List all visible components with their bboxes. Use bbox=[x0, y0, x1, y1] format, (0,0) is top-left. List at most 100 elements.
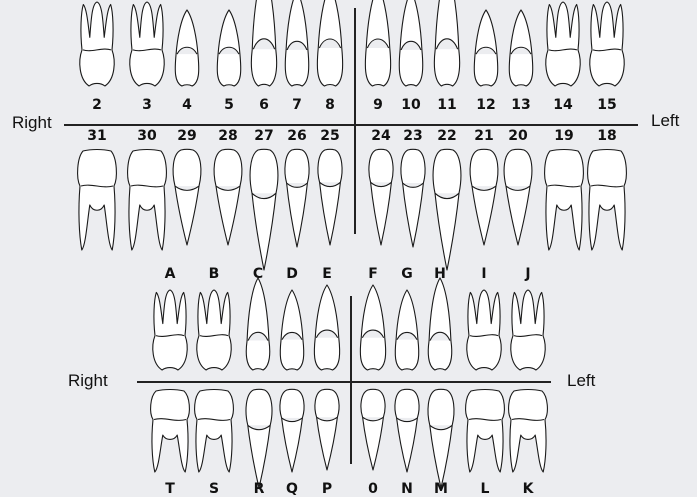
permanent-upper-tooth-9 bbox=[364, 0, 392, 86]
permanent-lower-tooth-label-22: 22 bbox=[437, 128, 456, 144]
primary-upper-tooth-label-I: I bbox=[481, 266, 486, 282]
primary-upper-tooth-label-E: E bbox=[322, 266, 332, 282]
primary-lower-tooth-label-R: R bbox=[254, 481, 265, 497]
primary-upper-tooth-label-A: A bbox=[165, 266, 176, 282]
primary-upper-tooth-label-C: C bbox=[253, 266, 263, 282]
permanent-lower-tooth-29 bbox=[172, 150, 202, 245]
primary-lower-tooth-label-L: L bbox=[481, 481, 490, 497]
permanent-upper-tooth-label-14: 14 bbox=[553, 97, 572, 113]
permanent-upper-tooth-label-2: 2 bbox=[92, 97, 102, 113]
primary-upper-tooth-H bbox=[427, 278, 453, 370]
permanent-lower-tooth-26 bbox=[284, 150, 310, 247]
primary-lower-tooth-label-K: K bbox=[523, 481, 534, 497]
primary-upper-tooth-D bbox=[279, 290, 305, 370]
primary-upper-tooth-I bbox=[466, 290, 502, 370]
permanent-upper-tooth-label-5: 5 bbox=[224, 97, 234, 113]
permanent-upper-tooth-3 bbox=[129, 2, 165, 86]
primary-right-label: Right bbox=[68, 371, 108, 391]
permanent-left-label: Left bbox=[651, 111, 679, 131]
permanent-lower-tooth-18 bbox=[587, 150, 627, 250]
primary-lower-tooth-label-Q: Q bbox=[286, 481, 298, 497]
permanent-upper-tooth-label-10: 10 bbox=[401, 97, 420, 113]
primary-lower-tooth-label-M: M bbox=[434, 481, 448, 497]
permanent-upper-tooth-label-9: 9 bbox=[373, 97, 383, 113]
permanent-upper-tooth-6 bbox=[250, 0, 278, 86]
primary-upper-tooth-label-F: F bbox=[368, 266, 378, 282]
permanent-lower-tooth-20 bbox=[503, 150, 533, 245]
permanent-upper-tooth-7 bbox=[284, 0, 310, 86]
permanent-lower-tooth-19 bbox=[544, 150, 584, 250]
primary-lower-tooth-label-S: S bbox=[209, 481, 219, 497]
primary-occlusal-line bbox=[137, 381, 551, 383]
permanent-lower-tooth-25 bbox=[317, 150, 343, 245]
primary-lower-tooth-L bbox=[465, 390, 505, 472]
permanent-lower-tooth-label-20: 20 bbox=[508, 128, 527, 144]
primary-lower-tooth-label-0: 0 bbox=[368, 481, 378, 497]
permanent-upper-tooth-label-11: 11 bbox=[437, 97, 456, 113]
permanent-upper-tooth-13 bbox=[508, 10, 534, 86]
permanent-lower-tooth-label-26: 26 bbox=[287, 128, 306, 144]
primary-upper-tooth-C bbox=[245, 278, 271, 370]
permanent-lower-tooth-label-19: 19 bbox=[554, 128, 573, 144]
permanent-right-label: Right bbox=[12, 113, 52, 133]
permanent-upper-tooth-14 bbox=[545, 2, 581, 86]
permanent-upper-tooth-label-12: 12 bbox=[476, 97, 495, 113]
permanent-lower-tooth-label-18: 18 bbox=[597, 128, 616, 144]
permanent-lower-tooth-label-21: 21 bbox=[474, 128, 493, 144]
primary-upper-tooth-G bbox=[394, 290, 420, 370]
primary-lower-tooth-M bbox=[427, 390, 455, 488]
primary-upper-tooth-label-H: H bbox=[434, 266, 446, 282]
permanent-upper-tooth-10 bbox=[398, 0, 424, 86]
primary-lower-tooth-label-T: T bbox=[165, 481, 175, 497]
permanent-upper-tooth-2 bbox=[79, 2, 115, 86]
permanent-lower-tooth-label-23: 23 bbox=[403, 128, 422, 144]
permanent-lower-tooth-21 bbox=[469, 150, 499, 245]
primary-upper-tooth-J bbox=[510, 290, 546, 370]
permanent-lower-tooth-label-27: 27 bbox=[254, 128, 273, 144]
primary-lower-tooth-label-P: P bbox=[322, 481, 332, 497]
permanent-upper-tooth-15 bbox=[589, 2, 625, 86]
permanent-lower-tooth-label-31: 31 bbox=[87, 128, 106, 144]
permanent-upper-tooth-12 bbox=[473, 10, 499, 86]
primary-left-label: Left bbox=[567, 371, 595, 391]
permanent-upper-tooth-8 bbox=[316, 0, 344, 86]
primary-upper-tooth-E bbox=[313, 285, 341, 370]
primary-upper-tooth-B bbox=[196, 290, 232, 370]
permanent-upper-tooth-label-7: 7 bbox=[292, 97, 302, 113]
primary-lower-tooth-T bbox=[150, 390, 190, 472]
primary-upper-tooth-label-D: D bbox=[286, 266, 298, 282]
permanent-lower-tooth-label-30: 30 bbox=[137, 128, 156, 144]
primary-lower-tooth-N bbox=[394, 390, 420, 472]
permanent-lower-tooth-27 bbox=[249, 150, 279, 270]
permanent-midline bbox=[354, 8, 356, 234]
primary-upper-tooth-A bbox=[152, 290, 188, 370]
permanent-upper-tooth-5 bbox=[216, 10, 242, 86]
permanent-lower-tooth-label-29: 29 bbox=[177, 128, 196, 144]
permanent-upper-tooth-label-8: 8 bbox=[325, 97, 335, 113]
primary-lower-tooth-P bbox=[314, 390, 340, 470]
permanent-upper-tooth-label-4: 4 bbox=[182, 97, 192, 113]
primary-upper-tooth-label-G: G bbox=[401, 266, 413, 282]
primary-midline bbox=[350, 296, 352, 464]
permanent-lower-tooth-23 bbox=[400, 150, 426, 247]
primary-lower-tooth-R bbox=[245, 390, 273, 488]
primary-lower-tooth-S bbox=[194, 390, 234, 472]
primary-upper-tooth-label-B: B bbox=[209, 266, 220, 282]
permanent-lower-tooth-30 bbox=[127, 150, 167, 250]
primary-lower-tooth-K bbox=[508, 390, 548, 472]
permanent-upper-tooth-label-13: 13 bbox=[511, 97, 530, 113]
primary-upper-tooth-label-J: J bbox=[525, 266, 530, 282]
primary-lower-tooth-label-N: N bbox=[401, 481, 413, 497]
permanent-upper-tooth-label-15: 15 bbox=[597, 97, 616, 113]
permanent-lower-tooth-22 bbox=[432, 150, 462, 270]
permanent-lower-tooth-31 bbox=[77, 150, 117, 250]
primary-lower-tooth-Q bbox=[279, 390, 305, 472]
permanent-upper-tooth-label-3: 3 bbox=[142, 97, 152, 113]
permanent-occlusal-line bbox=[64, 124, 638, 126]
permanent-lower-tooth-label-25: 25 bbox=[320, 128, 339, 144]
permanent-lower-tooth-28 bbox=[213, 150, 243, 245]
permanent-upper-tooth-11 bbox=[433, 0, 461, 86]
primary-upper-tooth-F bbox=[359, 285, 387, 370]
primary-lower-tooth-0 bbox=[360, 390, 386, 470]
